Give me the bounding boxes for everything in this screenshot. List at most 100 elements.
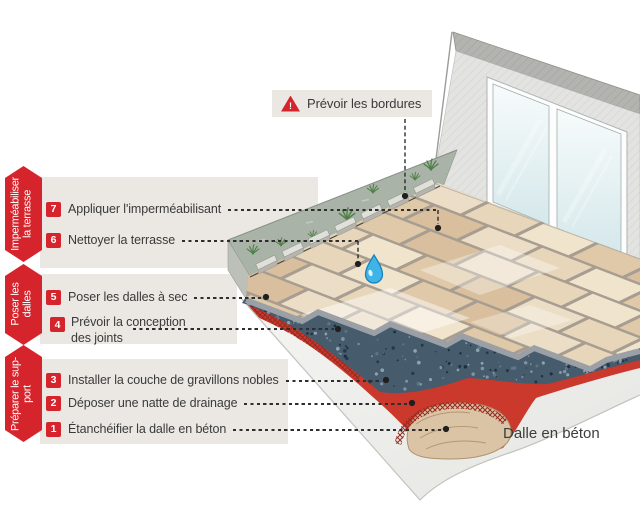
- leader-dashes: [133, 328, 334, 330]
- tile: [561, 319, 640, 352]
- tile: [302, 139, 380, 172]
- tile: [453, 277, 532, 310]
- tile: [558, 344, 636, 366]
- waterproofing-sheen: [300, 245, 572, 346]
- tile: [460, 227, 539, 260]
- tile: [572, 243, 640, 276]
- step-label: Installer la couche de gravillons nobles: [68, 373, 279, 387]
- step-7: 7 Appliquer l'imperméabilisant: [46, 201, 438, 217]
- tile: [568, 268, 640, 302]
- patio-doors: [486, 76, 628, 258]
- ribbon-text: la terrasse: [22, 190, 34, 238]
- step-number-badge: 2: [46, 395, 61, 411]
- step-label-line1: Prévoir la conception: [71, 315, 186, 329]
- tile: [406, 206, 485, 239]
- tile: [518, 222, 596, 256]
- step-number-badge: 5: [46, 289, 61, 305]
- tile: [507, 298, 586, 331]
- ribbon-text: dalles: [22, 290, 34, 318]
- curb-block-face: [284, 247, 304, 262]
- tile: [392, 307, 470, 340]
- tile: [191, 123, 269, 156]
- tile: [615, 339, 640, 366]
- water-droplet-icon: [364, 253, 384, 284]
- tile: [76, 132, 154, 165]
- step-5: 5 Poser les dalles à sec: [46, 289, 263, 305]
- tile: [403, 231, 481, 264]
- step-number-badge: 4: [50, 317, 65, 332]
- tile: [288, 240, 366, 273]
- pointer-dots: [262, 192, 450, 433]
- step-number-badge: 1: [46, 421, 61, 437]
- ribbon-text: Imperméabiliser: [10, 176, 22, 250]
- step-1: 1 Étanchéifier la dalle en béton: [46, 421, 443, 437]
- leader-dashes: [285, 379, 382, 382]
- curb-block-face: [336, 222, 357, 237]
- tile: [514, 247, 593, 281]
- step-label-line2: des joints: [71, 331, 123, 345]
- leader-dashes: [194, 296, 263, 299]
- warning-callout: ! Prévoir les bordures: [272, 90, 433, 117]
- step-number-badge: 7: [46, 201, 61, 217]
- tile: [133, 127, 211, 160]
- leader-dashes: [228, 208, 438, 211]
- bedding-edge: [244, 297, 640, 373]
- curb-block-face: [257, 260, 278, 275]
- tile: [280, 290, 359, 324]
- ribbon-text: port: [22, 385, 34, 403]
- lawn: [227, 149, 458, 300]
- leader-dashes: [182, 239, 358, 242]
- warning-label: Prévoir les bordures: [307, 95, 422, 111]
- ribbon-lay-tiles: [5, 264, 42, 345]
- tile: [115, 253, 193, 286]
- concrete-slab-label: Dalle en béton: [503, 425, 600, 442]
- tile: [619, 314, 640, 348]
- tile: [504, 323, 582, 356]
- leader-dashes: [244, 402, 409, 405]
- tile: [248, 119, 326, 152]
- tile: [187, 148, 265, 181]
- step-label: Appliquer l'imperméabilisant: [68, 202, 222, 216]
- border-curb: [255, 178, 436, 275]
- tile: [396, 281, 474, 315]
- step-label: Déposer une natte de drainage: [68, 396, 238, 410]
- warning-triangle-icon: !: [281, 95, 300, 112]
- step-label: Poser les dalles à sec: [68, 290, 188, 304]
- tile: [449, 302, 528, 336]
- tile: [140, 77, 218, 110]
- pointer-lines: [357, 119, 439, 260]
- tile: [79, 107, 157, 140]
- tile: [457, 252, 535, 285]
- ribbon-waterproofing: [5, 166, 42, 262]
- step-3: 3 Installer la couche de gravillons nobl…: [46, 372, 382, 388]
- ribbon-text: Poser les: [10, 282, 22, 326]
- tile: [464, 201, 542, 235]
- tile: [338, 286, 416, 319]
- tile: [72, 157, 150, 190]
- tile: [245, 144, 323, 177]
- step-label: Nettoyer la terrasse: [68, 233, 176, 247]
- tile: [58, 258, 136, 291]
- ribbon-text: Préparer le sup-: [10, 356, 22, 431]
- tile: [130, 153, 208, 186]
- step-6: 6 Nettoyer la terrasse: [46, 232, 358, 248]
- step-label: Étanchéifier la dalle en béton: [68, 422, 227, 436]
- curb-block-face: [415, 183, 436, 199]
- panel-lay-tiles: [40, 274, 237, 344]
- step-number-badge: 3: [46, 372, 61, 388]
- tile: [511, 273, 589, 306]
- leader-dashes: [233, 428, 443, 431]
- tile: [565, 293, 640, 327]
- tile: [284, 265, 362, 298]
- tile: [137, 102, 215, 135]
- tile: [399, 256, 478, 290]
- step-2: 2 Déposer une natte de drainage: [46, 395, 409, 411]
- tile: [246, 183, 319, 202]
- roof-edge: [452, 31, 640, 115]
- step-number-badge: 6: [46, 232, 61, 248]
- tile: [194, 98, 272, 131]
- tile: [18, 136, 96, 169]
- tile: [345, 235, 424, 269]
